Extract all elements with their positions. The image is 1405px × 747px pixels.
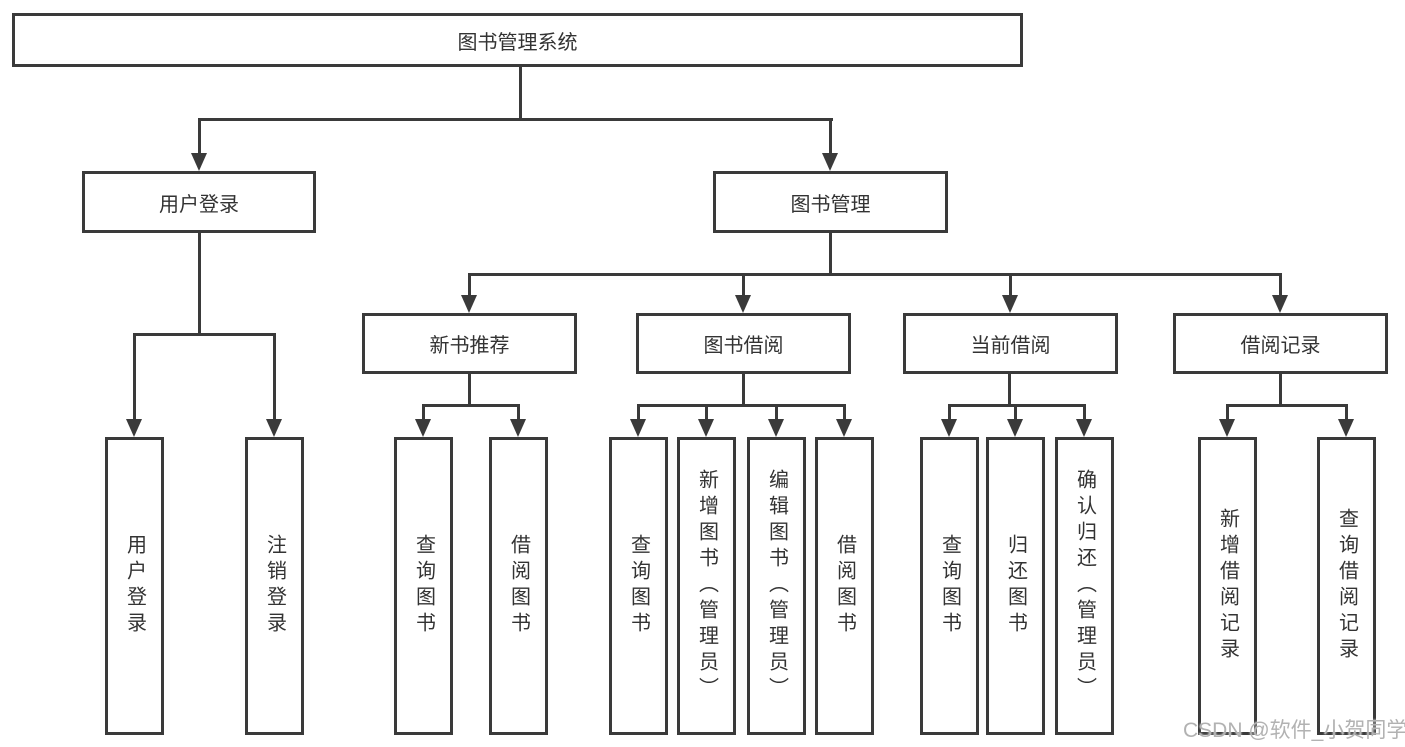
arrow-down-icon [1219, 419, 1235, 437]
node-label: 新增图书（管理员） [695, 469, 718, 703]
node-label: 借阅图书 [507, 534, 530, 638]
node-label: 借阅记录 [1240, 335, 1321, 357]
connector-line [1083, 404, 1086, 421]
arrow-down-icon [1002, 295, 1018, 313]
arrow-down-icon [461, 295, 477, 313]
node-label: 当前借阅 [970, 335, 1051, 357]
connector-line [198, 118, 833, 121]
arrow-down-icon [768, 419, 784, 437]
watermark: CSDN @软件_小贺同学 [1183, 719, 1405, 742]
connector-line [468, 374, 471, 407]
connector-line [1279, 273, 1282, 297]
node-book-management: 图书管理 [713, 171, 948, 233]
node-label: 图书管理 [790, 193, 871, 216]
arrow-down-icon [510, 419, 526, 437]
node-user-login: 用户登录 [82, 171, 316, 233]
connector-line [422, 404, 425, 421]
arrow-down-icon [822, 153, 838, 171]
connector-line [637, 404, 640, 421]
connector-line [948, 404, 1086, 407]
node-label: 新书推荐 [429, 335, 510, 357]
connector-line [517, 404, 520, 421]
node-label: 查询图书 [412, 534, 435, 638]
leaf-query-books-current: 查询图书 [920, 437, 979, 735]
arrow-down-icon [1272, 295, 1288, 313]
leaf-confirm-return-admin: 确认归还（管理员） [1055, 437, 1114, 735]
connector-line [948, 404, 951, 421]
connector-line [843, 404, 846, 421]
node-label: 查询图书 [938, 534, 961, 638]
node-current-borrowing: 当前借阅 [903, 313, 1118, 374]
connector-line [742, 273, 745, 297]
leaf-query-books-borrowing: 查询图书 [609, 437, 668, 735]
connector-line [705, 404, 708, 421]
connector-line [133, 333, 136, 421]
node-label: 查询借阅记录 [1335, 508, 1358, 664]
arrow-down-icon [1076, 419, 1092, 437]
arrow-down-icon [1338, 419, 1354, 437]
node-label: 借阅图书 [833, 534, 856, 638]
node-label: 用户登录 [123, 534, 146, 638]
node-label: 查询图书 [627, 534, 650, 638]
arrow-down-icon [735, 295, 751, 313]
node-book-borrowing: 图书借阅 [636, 313, 851, 374]
arrow-down-icon [836, 419, 852, 437]
connector-line [198, 118, 201, 155]
node-label: 图书借阅 [703, 335, 784, 357]
connector-line [273, 333, 276, 421]
connector-line [1226, 404, 1229, 421]
connector-line [468, 273, 471, 297]
leaf-borrow-books-recommend: 借阅图书 [489, 437, 548, 735]
connector-line [637, 404, 846, 407]
arrow-down-icon [1007, 419, 1023, 437]
node-label: 注销登录 [263, 534, 286, 638]
connector-line [1345, 404, 1348, 421]
leaf-add-books-admin: 新增图书（管理员） [677, 437, 736, 735]
leaf-user-login: 用户登录 [105, 437, 164, 735]
node-new-book-recommendation: 新书推荐 [362, 313, 577, 374]
connector-line [742, 374, 745, 407]
connector-line [775, 404, 778, 421]
node-label: 编辑图书（管理员） [765, 469, 788, 703]
arrow-down-icon [191, 153, 207, 171]
connector-line [1279, 374, 1282, 407]
leaf-query-borrow-record: 查询借阅记录 [1317, 437, 1376, 735]
leaf-borrow-books-borrowing: 借阅图书 [815, 437, 874, 735]
connector-line [519, 67, 522, 121]
leaf-edit-books-admin: 编辑图书（管理员） [747, 437, 806, 735]
node-borrowing-records: 借阅记录 [1173, 313, 1388, 374]
leaf-query-books-recommend: 查询图书 [394, 437, 453, 735]
leaf-add-borrow-record: 新增借阅记录 [1198, 437, 1257, 735]
connector-line [198, 233, 201, 336]
node-label: 图书管理系统 [457, 31, 578, 54]
arrow-down-icon [941, 419, 957, 437]
connector-line [1226, 404, 1348, 407]
node-label: 新增借阅记录 [1216, 508, 1239, 664]
arrow-down-icon [126, 419, 142, 437]
connector-line [1014, 404, 1017, 421]
connector-line [829, 118, 832, 155]
leaf-logout-login: 注销登录 [245, 437, 304, 735]
arrow-down-icon [266, 419, 282, 437]
connector-line [1008, 374, 1011, 407]
node-label: 确认归还（管理员） [1073, 469, 1096, 703]
leaf-return-books: 归还图书 [986, 437, 1045, 735]
node-book-management-system: 图书管理系统 [12, 13, 1023, 67]
arrow-down-icon [415, 419, 431, 437]
arrow-down-icon [698, 419, 714, 437]
arrow-down-icon [630, 419, 646, 437]
connector-line [133, 333, 276, 336]
connector-line [468, 273, 1282, 276]
node-label: 归还图书 [1004, 534, 1027, 638]
connector-line [1009, 273, 1012, 297]
connector-line [422, 404, 520, 407]
node-label: 用户登录 [159, 193, 239, 216]
connector-line [829, 233, 832, 276]
